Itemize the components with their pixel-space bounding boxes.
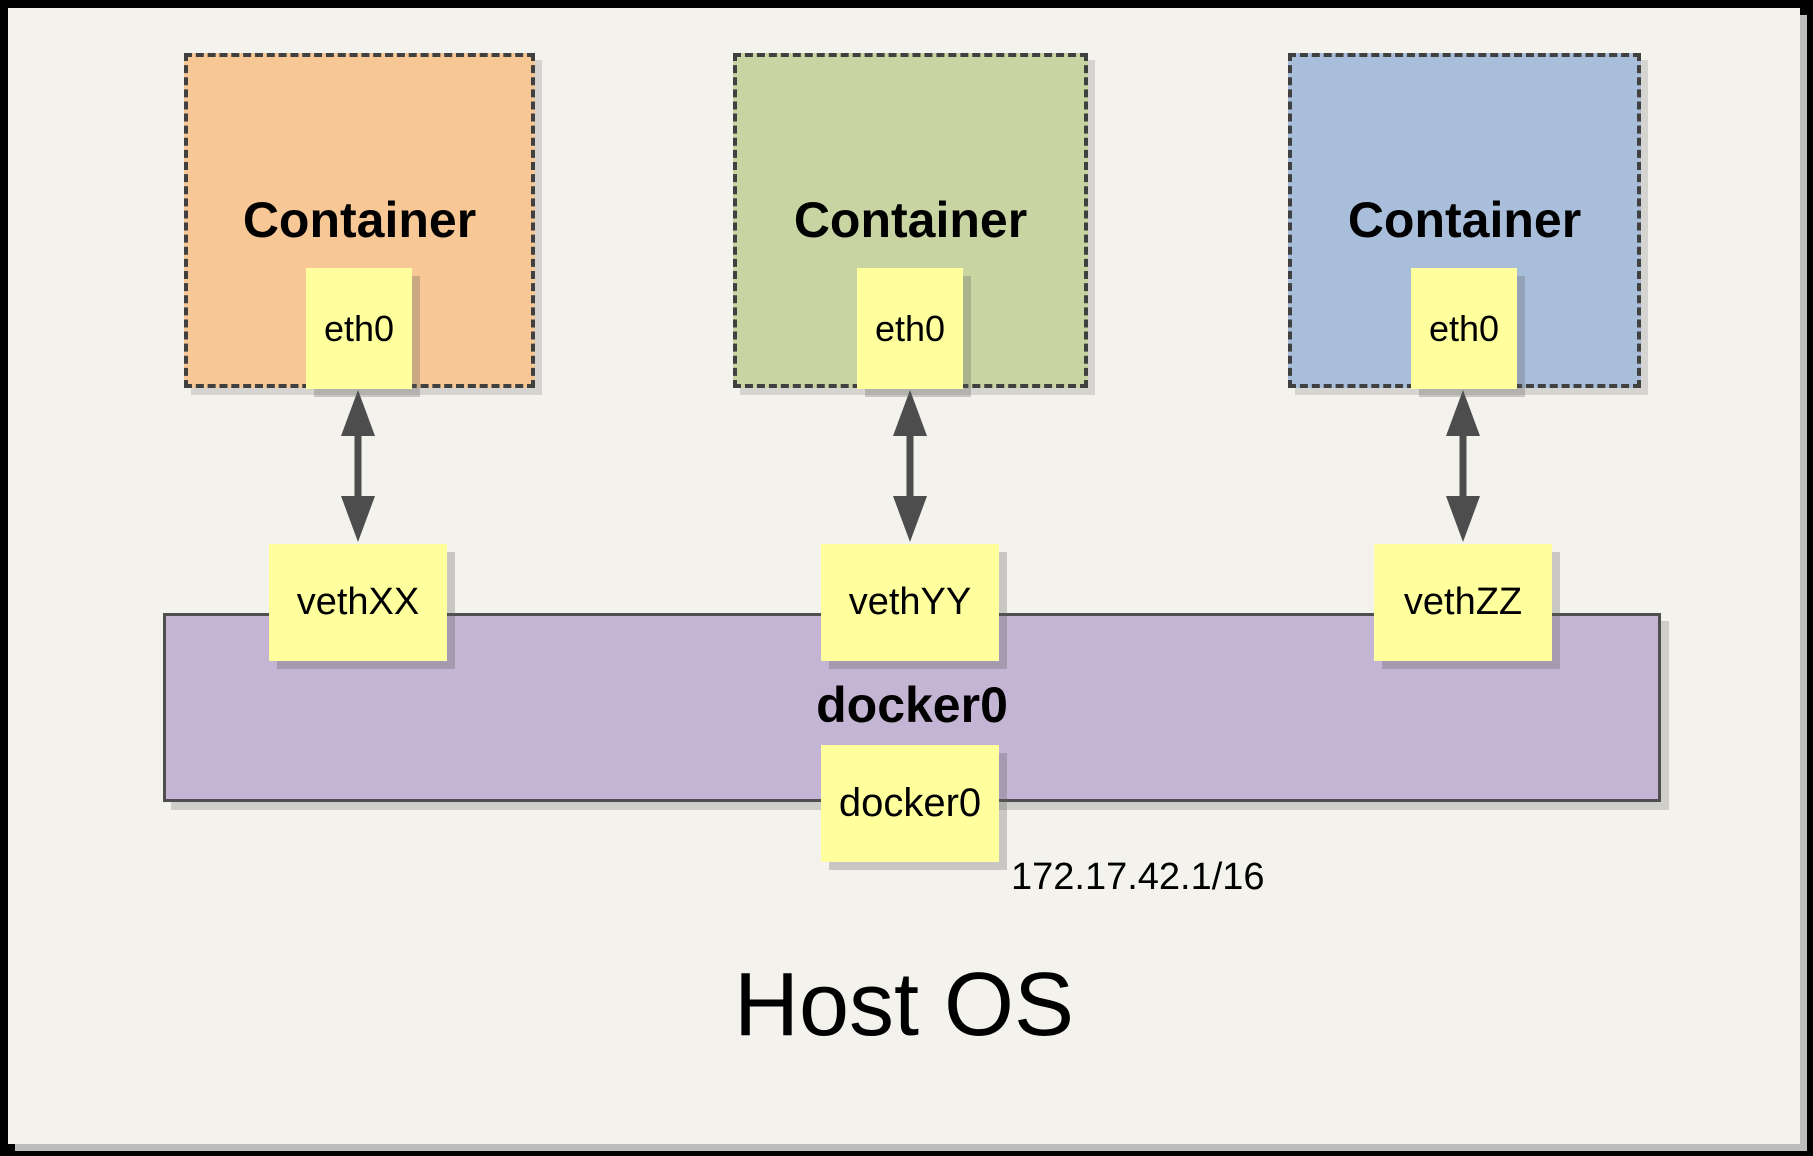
- bridge-ip-label: 172.17.42.1/16: [1011, 856, 1265, 898]
- docker0-interface-box: docker0: [821, 745, 999, 862]
- host-os-panel: docker0 Container Container Container et…: [8, 8, 1800, 1144]
- docker0-bridge-label: docker0: [816, 677, 1008, 733]
- container-1-eth0-box: eth0: [306, 268, 412, 389]
- container-1-label: Container: [242, 192, 477, 248]
- container-3-label: Container: [1347, 192, 1582, 248]
- container-3-eth0-box: eth0: [1411, 268, 1517, 389]
- container-2-label: Container: [793, 192, 1028, 248]
- double-arrow-icon: [341, 390, 375, 542]
- double-arrow-icon: [893, 390, 927, 542]
- double-arrow-icon: [1446, 390, 1480, 542]
- veth-xx-box: vethXX: [269, 544, 447, 661]
- veth-zz-box: vethZZ: [1374, 544, 1552, 661]
- container-2-eth0-box: eth0: [857, 268, 963, 389]
- host-os-label: Host OS: [733, 955, 1075, 1055]
- veth-yy-box: vethYY: [821, 544, 999, 661]
